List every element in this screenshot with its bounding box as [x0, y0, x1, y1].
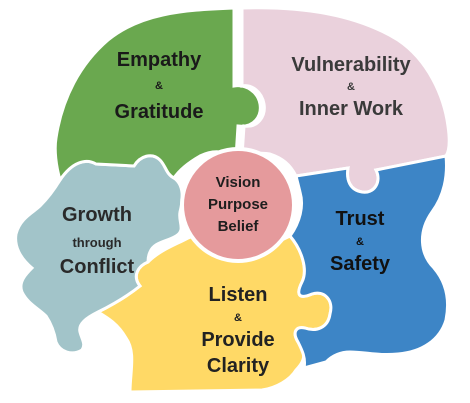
bottom-line-3: Provide [201, 329, 274, 351]
puzzle-piece-right [288, 154, 449, 371]
top-right-line-2: & [347, 81, 355, 93]
label-bottom: Listen & Provide Clarity [201, 284, 274, 377]
top-left-line-3: Gratitude [115, 101, 204, 123]
left-line-2: through [72, 235, 121, 250]
left-line-3: Conflict [60, 256, 135, 278]
puzzle-piece-top-left [53, 6, 262, 184]
top-left-line-1: Empathy [117, 49, 202, 71]
bottom-line-4: Clarity [207, 355, 270, 377]
label-top-right: Vulnerability & Inner Work [291, 54, 411, 120]
label-top-left: Empathy & Gratitude [115, 49, 204, 123]
right-line-3: Safety [330, 253, 391, 275]
center-line-3: Belief [218, 218, 260, 235]
label-right: Trust & Safety [330, 208, 391, 275]
right-line-2: & [356, 236, 364, 248]
bottom-line-1: Listen [209, 284, 268, 306]
top-left-line-2: & [155, 80, 163, 92]
top-right-line-1: Vulnerability [291, 54, 411, 76]
bottom-line-2: & [234, 312, 242, 324]
label-center: Vision Purpose Belief [208, 174, 268, 235]
center-line-1: Vision [216, 174, 261, 191]
top-right-line-3: Inner Work [299, 98, 404, 120]
left-line-1: Growth [62, 204, 132, 226]
right-line-1: Trust [336, 208, 385, 230]
center-circle [180, 147, 296, 263]
label-left: Growth through Conflict [60, 204, 135, 278]
center-line-2: Purpose [208, 196, 268, 213]
